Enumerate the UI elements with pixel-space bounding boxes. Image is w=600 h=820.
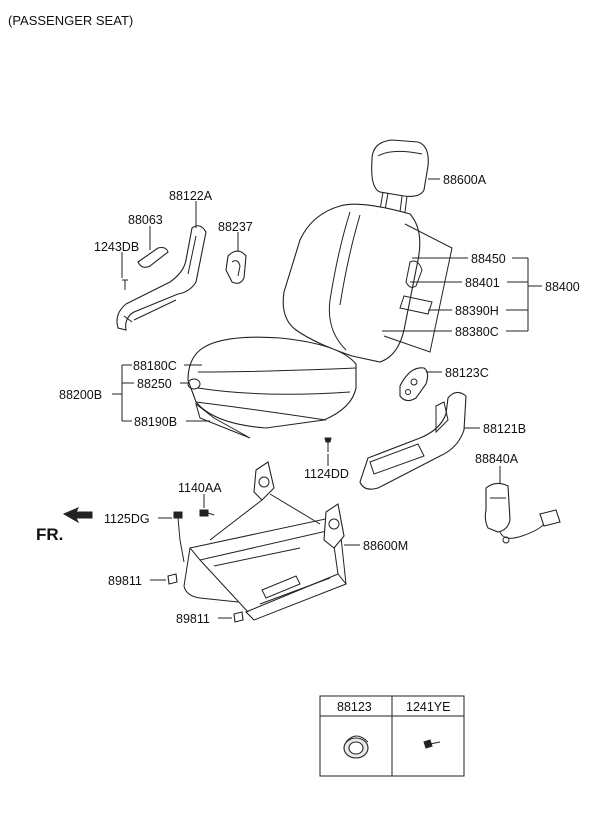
part-label-88237: 88237 (218, 220, 253, 234)
cap-drawing (137, 246, 169, 268)
front-arrow-icon (62, 507, 93, 524)
screw-icon (423, 739, 441, 749)
seat-belt-buckle-drawing (484, 482, 561, 544)
part-label-88600a: 88600A (443, 173, 487, 187)
bolt-1140aa-drawing (199, 509, 215, 517)
screw-left-drawing (122, 279, 128, 290)
part-label-88401: 88401 (465, 276, 500, 290)
part-label-88200b: 88200B (59, 388, 102, 402)
bolt-1125dg-drawing (173, 511, 185, 563)
part-label-88063: 88063 (128, 213, 163, 227)
part-label-88190b: 88190B (134, 415, 177, 429)
part-label-1140aa: 1140AA (178, 481, 222, 495)
part-label-88121b: 88121B (483, 422, 526, 436)
part-label-88123c: 88123C (445, 366, 489, 380)
seat-back-drawing (282, 203, 453, 363)
seat-cushion-drawing (187, 336, 357, 439)
part-label-88840a: 88840A (475, 452, 519, 466)
part-label-88180c: 88180C (133, 359, 177, 373)
legend-table: 88123 1241YE (319, 695, 465, 777)
cover-1-drawing (167, 573, 178, 585)
part-label-88390h: 88390H (455, 304, 499, 318)
part-label-88122a: 88122A (169, 189, 213, 203)
side-cover-cap-drawing (399, 367, 429, 402)
part-label-1243db: 1243DB (94, 240, 139, 254)
legend-col-1241ye: 1241YE (406, 700, 450, 714)
orientation-label: FR. (36, 525, 63, 544)
part-label-88250: 88250 (137, 377, 172, 391)
part-label-1125dg: 1125DG (104, 512, 150, 526)
part-label-88600m: 88600M (363, 539, 408, 553)
outer-side-cover-drawing (359, 391, 467, 490)
seat-track-frame-drawing (183, 461, 347, 621)
part-label-88380c: 88380C (455, 325, 499, 339)
part-label-89811-b: 89811 (176, 612, 210, 626)
legend-col-88123: 88123 (337, 700, 372, 714)
part-label-88400: 88400 (545, 280, 580, 294)
inner-side-cover-drawing (116, 225, 207, 331)
clip-drawing (225, 250, 247, 284)
part-label-88450: 88450 (471, 252, 506, 266)
part-label-89811-a: 89811 (108, 574, 142, 588)
grommet-icon (343, 735, 369, 759)
diagram-title: (PASSENGER SEAT) (8, 13, 133, 28)
part-label-1124dd: 1124DD (304, 467, 349, 481)
cover-2-drawing (233, 611, 244, 623)
screw-center-drawing (324, 437, 332, 452)
